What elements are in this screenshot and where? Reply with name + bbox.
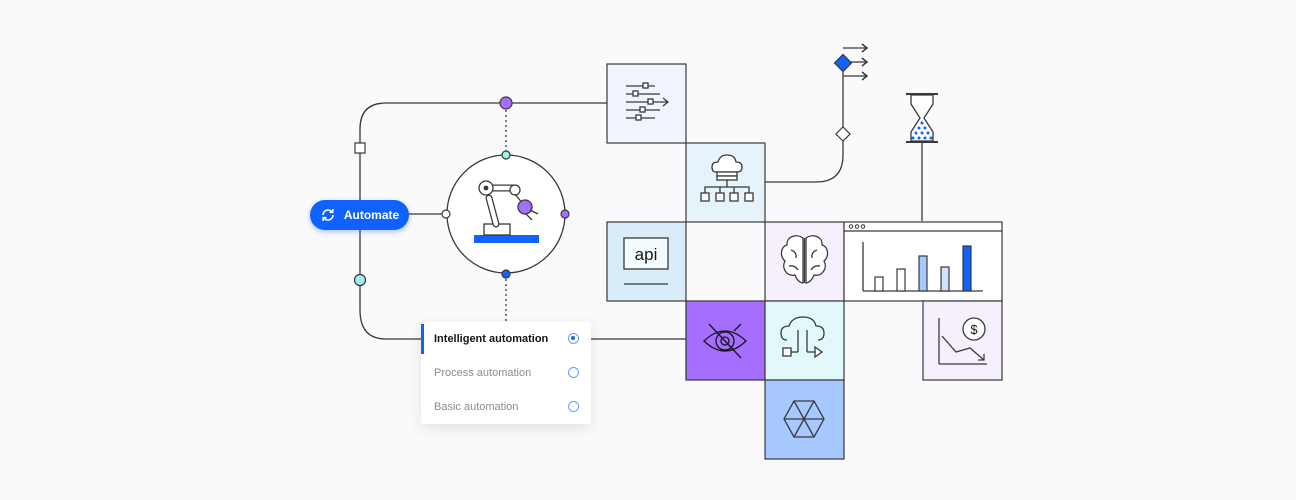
option-basic-automation[interactable]: Basic automation bbox=[421, 390, 591, 424]
cloud-hierarchy-icon bbox=[685, 142, 766, 223]
option-label: Intelligent automation bbox=[434, 333, 549, 345]
connector-nodes bbox=[353, 96, 570, 287]
bar-chart-window-icon bbox=[843, 221, 1003, 302]
api-icon: api bbox=[606, 221, 687, 302]
svg-text:$: $ bbox=[970, 322, 978, 337]
option-label: Basic automation bbox=[434, 401, 519, 413]
connector-arrowheads bbox=[861, 43, 869, 81]
radio-selected[interactable] bbox=[568, 333, 579, 344]
api-label: api bbox=[635, 245, 658, 264]
brain-icon bbox=[764, 221, 845, 302]
cost-decline-icon: $ bbox=[922, 300, 1003, 381]
robot-arm-icon bbox=[446, 154, 566, 274]
decision-diamond-icon bbox=[833, 53, 853, 142]
hourglass-icon bbox=[906, 93, 938, 143]
hexagon-icon bbox=[764, 379, 845, 460]
option-process-automation[interactable]: Process automation bbox=[421, 356, 591, 390]
radio-unselected[interactable] bbox=[568, 367, 579, 378]
automation-options-list: Intelligent automation Process automatio… bbox=[421, 322, 591, 424]
option-intelligent-automation[interactable]: Intelligent automation bbox=[421, 322, 591, 356]
cloud-flow-icon bbox=[764, 300, 845, 381]
option-label: Process automation bbox=[434, 367, 532, 379]
automate-button[interactable]: Automate bbox=[310, 200, 409, 230]
eye-target-icon bbox=[685, 300, 766, 381]
radio-unselected[interactable] bbox=[568, 401, 579, 412]
sync-icon bbox=[322, 209, 334, 221]
automate-label: Automate bbox=[343, 208, 400, 222]
filter-sliders-icon bbox=[606, 63, 687, 144]
